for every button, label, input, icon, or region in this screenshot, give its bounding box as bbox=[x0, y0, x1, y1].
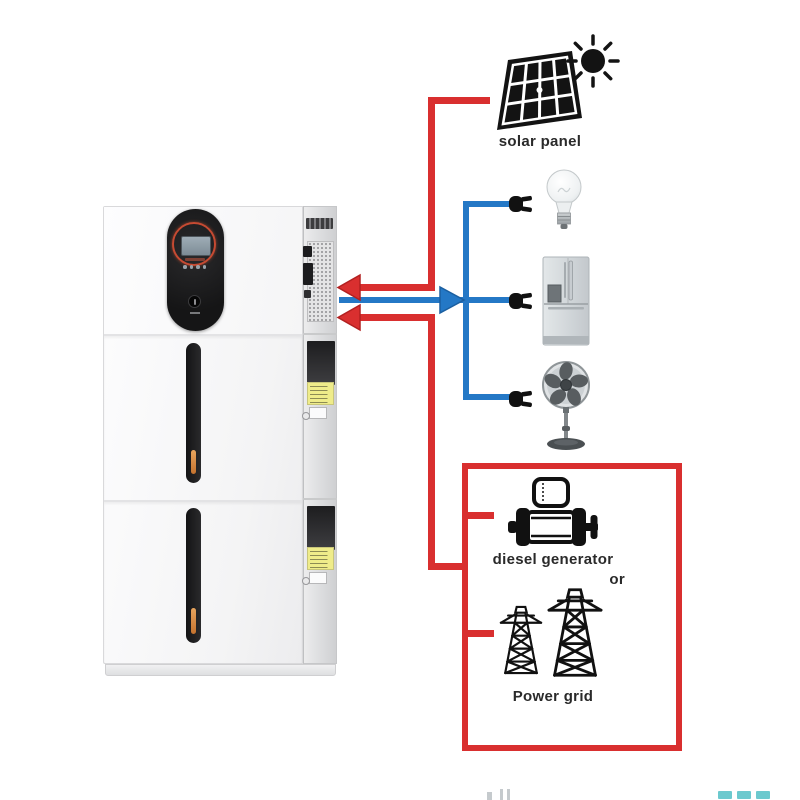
blue-arrow-right-icon bbox=[439, 285, 466, 315]
watermark-fragment bbox=[737, 791, 751, 799]
indicator-leds bbox=[183, 265, 209, 269]
sun-icon bbox=[566, 34, 620, 88]
battery2-light-strip bbox=[186, 508, 201, 643]
light-bulb-icon bbox=[546, 169, 582, 229]
backup-source-frame bbox=[462, 463, 682, 751]
diesel-generator-label: diesel generator bbox=[492, 551, 614, 568]
pedestal-fan-icon bbox=[542, 361, 590, 450]
red-arrow-left-icon bbox=[336, 303, 361, 332]
power-grid-label: Power grid bbox=[512, 688, 594, 705]
blue-stub-bulb bbox=[466, 201, 511, 207]
battery2-terminal-recess bbox=[307, 506, 335, 550]
energy-storage-unit-base bbox=[105, 664, 336, 676]
power-plug-icon bbox=[509, 390, 532, 408]
red-line-into-port2 bbox=[358, 314, 435, 321]
status-ring-icon bbox=[172, 222, 216, 266]
battery2-side-button bbox=[302, 577, 310, 585]
battery2-warning-label bbox=[307, 547, 334, 570]
blue-output-line bbox=[339, 297, 511, 303]
power-plug-icon bbox=[509, 292, 532, 310]
red-line-solar-vertical bbox=[428, 97, 435, 291]
red-line-solar-horizontal bbox=[428, 97, 490, 104]
lcd-display bbox=[181, 236, 211, 256]
red-stub-generator bbox=[468, 512, 494, 519]
inverter-vent bbox=[306, 218, 333, 229]
battery2-spec-label bbox=[309, 572, 327, 584]
transmission-tower-icon bbox=[547, 588, 603, 677]
battery2-charge-indicator bbox=[191, 608, 196, 634]
red-arrow-left-icon bbox=[336, 273, 361, 302]
battery-module-1 bbox=[104, 334, 302, 500]
or-label: or bbox=[609, 571, 625, 588]
red-line-into-port1 bbox=[358, 284, 435, 291]
watermark-fragment bbox=[718, 791, 732, 799]
refrigerator-icon bbox=[542, 256, 590, 346]
battery1-warning-label bbox=[307, 382, 334, 405]
watermark-fragment bbox=[500, 789, 503, 800]
watermark-fragment bbox=[487, 792, 492, 800]
transmission-tower-icon bbox=[499, 605, 543, 675]
power-button-caption bbox=[190, 312, 200, 314]
solar-panel-label: solar panel bbox=[498, 133, 582, 150]
battery-module-2 bbox=[104, 500, 302, 664]
solar-panel-icon bbox=[497, 51, 582, 130]
blue-stub-fan bbox=[466, 394, 511, 400]
battery1-light-strip bbox=[186, 343, 201, 483]
power-button bbox=[188, 295, 201, 308]
control-panel-oval bbox=[167, 209, 224, 331]
inverter-port bbox=[303, 246, 312, 257]
red-line-grid-horizontal bbox=[428, 563, 465, 570]
red-stub-grid bbox=[468, 630, 494, 637]
battery1-spec-label bbox=[309, 407, 327, 419]
blue-bus-line bbox=[463, 201, 469, 400]
brand-mark bbox=[185, 258, 205, 261]
battery1-terminal-recess bbox=[307, 341, 335, 385]
inverter-connector-block bbox=[303, 263, 313, 285]
battery1-side-button bbox=[302, 412, 310, 420]
side-seam bbox=[303, 498, 337, 500]
power-plug-icon bbox=[509, 195, 532, 213]
inverter-switch bbox=[304, 290, 311, 298]
side-seam bbox=[303, 333, 337, 335]
watermark-fragment bbox=[507, 789, 510, 800]
diesel-generator-icon bbox=[508, 477, 598, 546]
watermark-fragment bbox=[756, 791, 770, 799]
battery1-charge-indicator bbox=[191, 450, 196, 474]
red-line-grid-vertical bbox=[428, 314, 435, 570]
